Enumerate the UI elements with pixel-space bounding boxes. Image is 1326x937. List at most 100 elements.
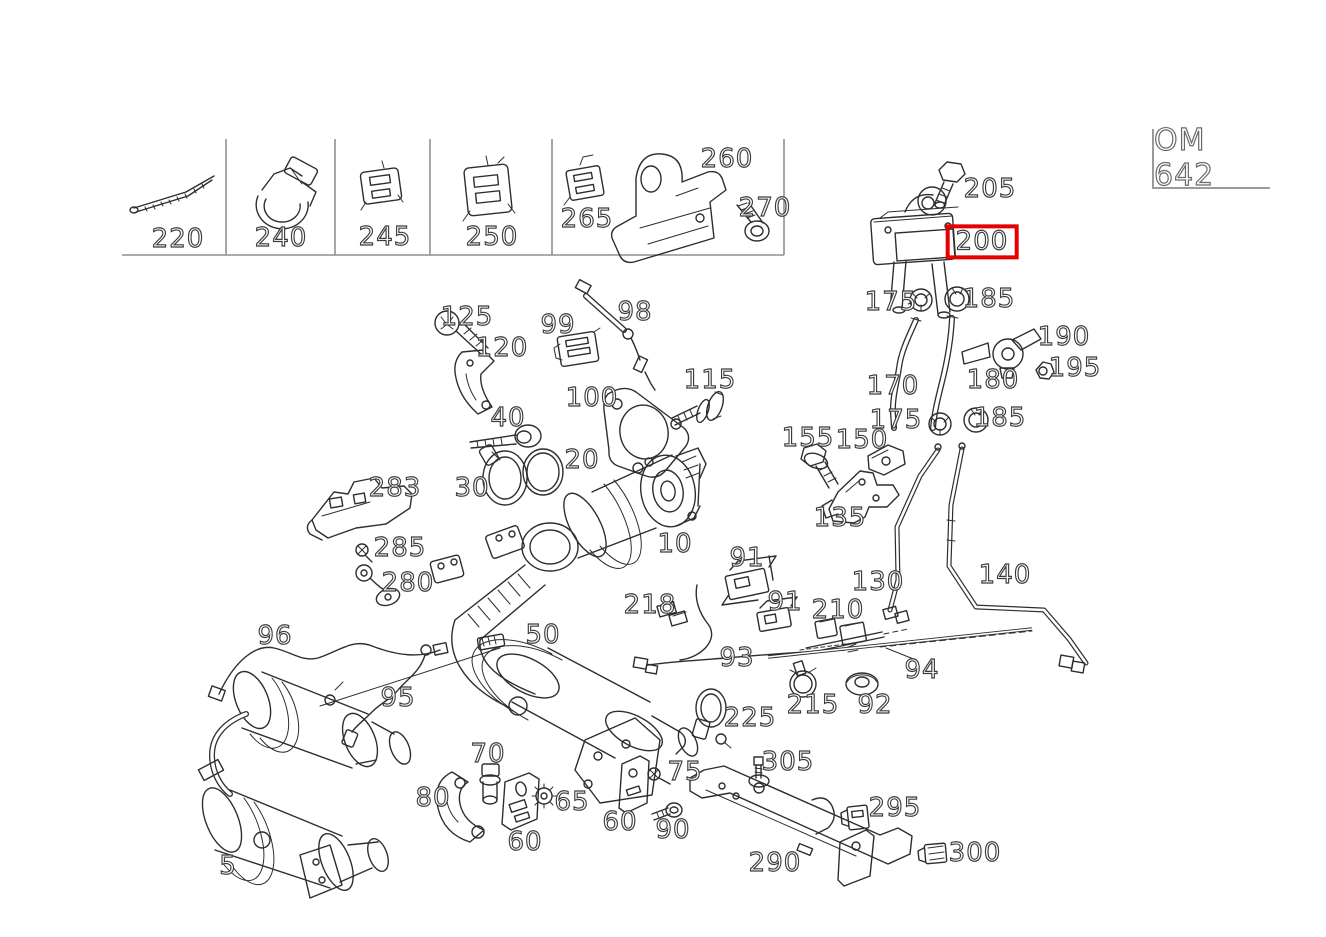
part-label-240: 240: [254, 222, 308, 253]
part-240-drawing: [255, 156, 319, 230]
part-60-left-bracket-drawing: [501, 772, 540, 831]
part-label-135: 135: [813, 502, 867, 533]
part-label-75: 75: [667, 756, 703, 787]
part-140-pipe-drawing: [946, 442, 1089, 674]
part-75-screw-drawing: [647, 767, 671, 785]
part-label-70: 70: [470, 738, 506, 769]
part-label-220: 220: [151, 223, 205, 254]
part-label-195: 195: [1048, 352, 1102, 383]
part-label-155: 155: [781, 422, 835, 453]
part-label-185: 185: [973, 402, 1027, 433]
part-40-bolt-drawing: [469, 424, 542, 449]
part-175-upper-drawing: [907, 288, 933, 312]
part-300-clip-drawing: [917, 842, 948, 865]
part-120-bracket-drawing: [454, 349, 495, 415]
part-label-91: 91: [767, 586, 803, 617]
part-label-140: 140: [978, 559, 1032, 590]
part-label-280: 280: [381, 567, 435, 598]
part-70-stud-drawing: [479, 763, 501, 805]
part-95-cable-drawing: [341, 644, 432, 748]
part-90-bolt-drawing: [651, 802, 683, 821]
part-label-20: 20: [564, 444, 600, 475]
part-label-10: 10: [657, 528, 693, 559]
part-96-cable-drawing: [207, 641, 449, 702]
part-175-lower-drawing: [928, 412, 952, 436]
part-60-right-bracket-drawing: [618, 755, 650, 814]
part-270-drawing: [736, 202, 770, 242]
part-label-130: 130: [851, 566, 905, 597]
part-155-bolt-drawing: [800, 443, 839, 489]
part-label-190: 190: [1037, 321, 1091, 352]
part-245-drawing: [359, 160, 404, 211]
part-130-pipe-drawing: [882, 443, 942, 625]
part-label-60: 60: [507, 826, 543, 857]
part-label-250: 250: [465, 221, 519, 252]
part-label-180: 180: [966, 364, 1020, 395]
part-283-bracket-drawing: [306, 477, 413, 541]
part-190-connector-drawing: [961, 328, 1042, 379]
part-label-115: 115: [683, 364, 737, 395]
part-label-305: 305: [761, 746, 815, 777]
part-label-90: 90: [655, 814, 691, 845]
part-label-100: 100: [565, 382, 619, 413]
part-label-295: 295: [868, 792, 922, 823]
part-label-225: 225: [723, 702, 777, 733]
part-80-bracket-drawing: [435, 771, 485, 843]
part-285-drawing: [355, 543, 373, 563]
part-92-grommet-drawing: [845, 672, 879, 696]
part-label-210: 210: [811, 594, 865, 625]
part-260-drawing: [610, 153, 727, 264]
part-170-hose-drawing: [889, 317, 922, 431]
part-115-bolt-drawing: [671, 391, 725, 426]
part-label-200-highlighted: 200: [945, 224, 1019, 260]
part-135-bracket-drawing: [821, 470, 900, 524]
part-220-drawing: [129, 175, 215, 214]
part-label-40: 40: [490, 402, 526, 433]
part-label-218: 218: [623, 589, 677, 620]
part-label-30: 30: [454, 472, 490, 503]
part-91-lower-clip-drawing: [756, 596, 798, 633]
part-label-98: 98: [617, 296, 653, 327]
engine-code-label: OM 642: [1153, 122, 1215, 193]
part-label-120: 120: [475, 332, 529, 363]
part-label-95: 95: [380, 682, 416, 713]
part-150-bracket-drawing: [867, 444, 906, 476]
part-label-5: 5: [219, 850, 237, 881]
part-200-sensor-drawing: [870, 186, 959, 319]
part-94-rod-drawing: [767, 627, 1033, 661]
part-label-170: 170: [866, 370, 920, 401]
part-91-upper-clip-drawing: [721, 555, 777, 606]
part-label-270: 270: [738, 192, 792, 223]
part-label-175: 175: [869, 404, 923, 435]
part-label-99: 99: [540, 309, 576, 340]
part-label-300: 300: [948, 837, 1002, 868]
part-265-drawing: [563, 154, 605, 206]
part-50-downpipe-drawing: [429, 522, 699, 804]
part-185-lower-drawing: [963, 407, 989, 433]
part-label-290: 290: [748, 847, 802, 878]
part-195-nut-drawing: [1035, 361, 1055, 380]
part-65-nut-drawing: [531, 783, 557, 809]
part-215-clamp-drawing: [789, 660, 817, 698]
part-label-150: 150: [835, 424, 889, 455]
part-label-92: 92: [857, 689, 893, 720]
part-99-clip-drawing: [553, 327, 601, 368]
part-label-185: 185: [962, 283, 1016, 314]
part-label-91: 91: [729, 542, 765, 573]
part-98-sensor-drawing: [574, 278, 656, 391]
part-label-60: 60: [602, 806, 638, 837]
part-label-285: 285: [373, 532, 427, 563]
part-30-clamp-drawing: [478, 444, 528, 506]
part-label-260: 260: [700, 143, 754, 174]
part-label-125: 125: [440, 301, 494, 332]
part-label-80: 80: [415, 782, 451, 813]
part-305-bolt-drawing: [748, 756, 770, 794]
part-label-205: 205: [963, 173, 1017, 204]
engine-code-box: OM 642: [1152, 122, 1270, 194]
part-218-clip-drawing: [656, 601, 689, 627]
part-10-catalytic-converter-drawing: [563, 447, 707, 569]
part-290-bracket-drawing: [689, 765, 913, 887]
